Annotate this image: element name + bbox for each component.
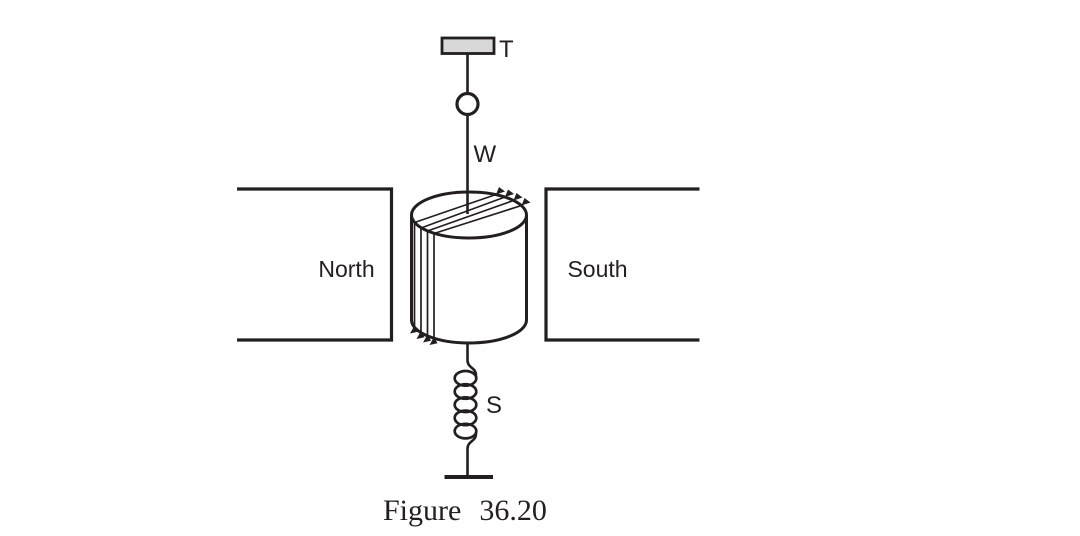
winding-wrap-mark xyxy=(429,337,438,345)
lower-wire-upper xyxy=(466,343,478,376)
spring-loop xyxy=(453,409,478,427)
mirror xyxy=(455,91,480,117)
winding-wrap-mark xyxy=(423,334,431,343)
winding-line xyxy=(433,204,522,235)
winding-wrap-mark xyxy=(505,189,514,197)
winding-wrap-mark xyxy=(513,193,523,201)
north-pole-outline xyxy=(237,187,394,342)
torsion-head xyxy=(440,36,496,55)
figure-caption-number: 36.20 xyxy=(479,494,547,527)
north-pole-label: North xyxy=(318,256,374,282)
spring-loop xyxy=(453,382,478,401)
winding-wrap-mark xyxy=(496,187,505,195)
spring-loop xyxy=(453,396,478,414)
torsion-head-label: T xyxy=(499,36,514,63)
north-pole-piece: North xyxy=(237,187,394,342)
coil-winding xyxy=(410,187,531,345)
figure-caption-word: Figure xyxy=(383,494,462,527)
lower-wire-lower xyxy=(466,433,478,476)
coil-cylinder xyxy=(410,187,531,345)
suspension-wire-label: W xyxy=(474,141,497,168)
spring-loop xyxy=(453,369,478,387)
winding-wrap-mark xyxy=(521,198,531,206)
south-pole-piece: South xyxy=(544,187,700,342)
south-pole-label: South xyxy=(567,256,627,282)
figure-caption: Figure 36.20 xyxy=(383,494,547,528)
spring-coil xyxy=(453,369,478,440)
winding-line xyxy=(414,193,497,224)
spring-label: S xyxy=(486,392,502,419)
south-pole-outline xyxy=(544,187,700,342)
suspension-assembly: T W xyxy=(440,36,514,214)
winding-line xyxy=(420,196,506,229)
winding-line xyxy=(427,199,514,232)
winding-wrap-mark xyxy=(410,325,418,334)
lower-connection: S xyxy=(444,343,502,479)
spring-loop xyxy=(453,422,478,440)
winding-wrap-mark xyxy=(416,331,425,339)
